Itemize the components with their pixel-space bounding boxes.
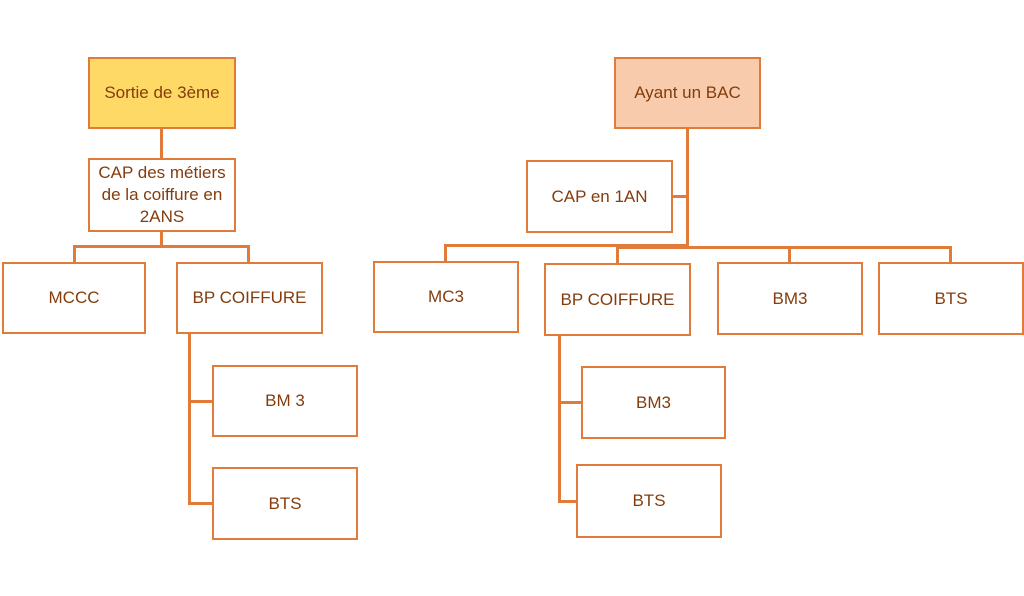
connector <box>247 245 250 263</box>
connector <box>73 245 250 248</box>
connector <box>558 401 582 404</box>
node-bts-right: BTS <box>576 464 722 538</box>
node-sortie-de-3eme: Sortie de 3ème <box>88 57 236 129</box>
connector <box>160 231 163 247</box>
node-bm3-right: BM3 <box>581 366 726 439</box>
node-bp-coiffure-right: BP COIFFURE <box>544 263 691 336</box>
node-label: MCCC <box>48 288 100 307</box>
node-label: Ayant un BAC <box>634 83 741 102</box>
connector <box>558 500 578 503</box>
connector <box>73 245 76 263</box>
node-ayant-un-bac: Ayant un BAC <box>614 57 761 129</box>
node-label: CAP en 1AN <box>551 186 648 206</box>
connector <box>949 246 952 263</box>
node-label: BTS <box>268 493 302 513</box>
connector <box>616 246 619 264</box>
node-bts-right-level2: BTS <box>878 262 1024 335</box>
connector <box>672 195 688 198</box>
node-label: BM 3 <box>265 391 305 410</box>
connector <box>188 400 213 403</box>
connector <box>788 246 791 263</box>
connector <box>188 502 213 505</box>
node-label: BP COIFFURE <box>560 289 675 309</box>
node-bp-coiffure-left: BP COIFFURE <box>176 262 323 334</box>
node-label: BTS <box>632 491 666 510</box>
node-cap-en-1an: CAP en 1AN <box>526 160 673 233</box>
connector <box>188 333 191 505</box>
node-bts-left: BTS <box>212 467 358 540</box>
connector <box>160 128 163 159</box>
node-mccc: MCCC <box>2 262 146 334</box>
node-label: BP COIFFURE <box>192 288 307 307</box>
node-label: MC3 <box>428 287 464 306</box>
connector <box>616 246 951 249</box>
connector <box>686 128 689 248</box>
node-mc3: MC3 <box>373 261 519 333</box>
node-label: BM3 <box>772 288 808 308</box>
node-bm3-right-level2: BM3 <box>717 262 863 335</box>
connector <box>444 244 447 262</box>
node-bm3-left: BM 3 <box>212 365 358 437</box>
node-label: BM3 <box>636 392 671 412</box>
node-label: BTS <box>934 288 968 308</box>
connector <box>558 335 561 503</box>
connector <box>444 244 688 247</box>
node-cap-metiers-coiffure: CAP des métiers de la coiffure en 2ANS <box>88 158 236 232</box>
node-label: CAP des métiers de la coiffure en 2ANS <box>98 163 226 226</box>
node-label: Sortie de 3ème <box>104 83 220 102</box>
